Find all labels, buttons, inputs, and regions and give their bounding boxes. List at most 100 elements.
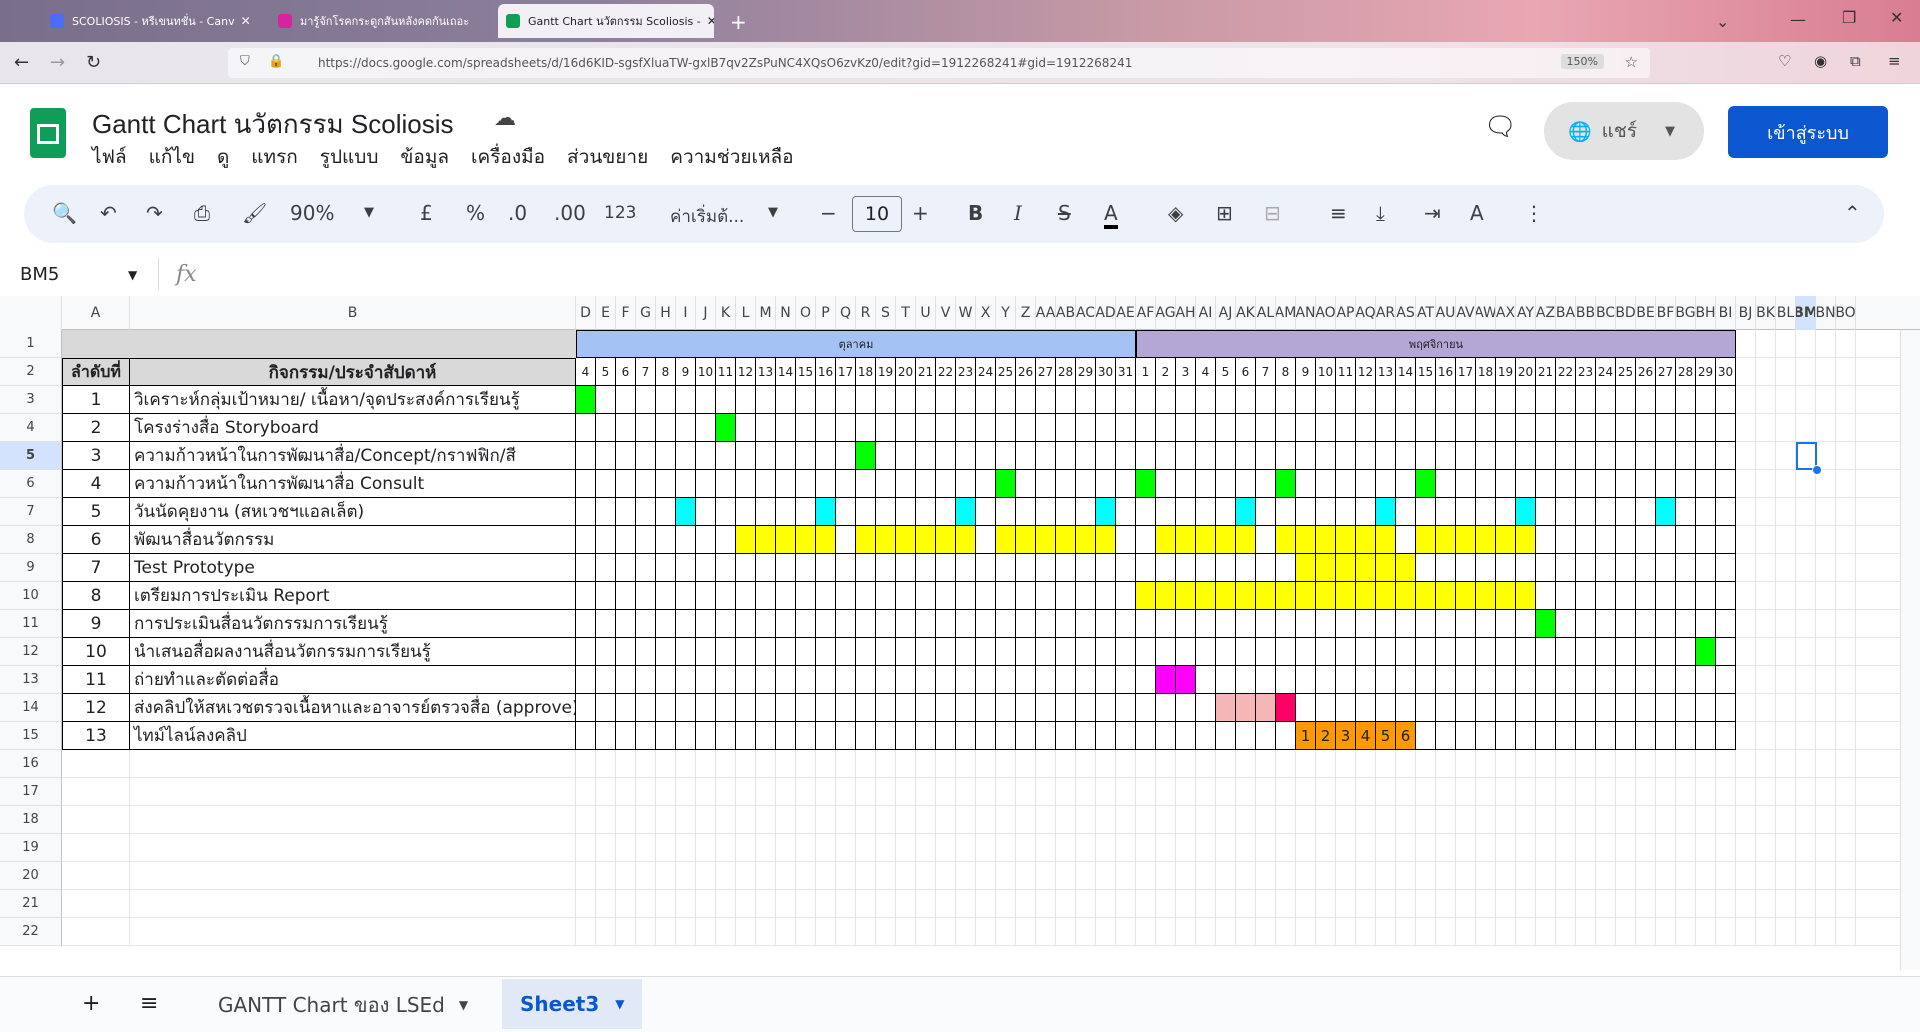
- row-header[interactable]: 21: [0, 890, 62, 918]
- column-header-cell[interactable]: D: [576, 296, 596, 330]
- column-header-cell[interactable]: AT: [1416, 296, 1436, 330]
- column-header-cell[interactable]: BJ: [1736, 296, 1756, 330]
- row-header[interactable]: 15: [0, 722, 62, 750]
- valign-icon[interactable]: ⤓: [1376, 201, 1385, 225]
- rotate-icon[interactable]: A: [1470, 201, 1484, 225]
- increase-decimal-button[interactable]: .00: [554, 201, 586, 225]
- merge-icon[interactable]: ⊟: [1264, 201, 1281, 225]
- search-icon[interactable]: 🔍: [52, 201, 77, 225]
- forward-icon[interactable]: →: [50, 52, 66, 73]
- column-header-cell[interactable]: AB: [1056, 296, 1076, 330]
- browser-tab-sheets[interactable]: Gantt Chart นวัตกรรม Scoliosis - ✕: [498, 4, 714, 38]
- row-header[interactable]: 1: [0, 330, 62, 358]
- column-header-cell[interactable]: AM: [1276, 296, 1296, 330]
- column-header-cell[interactable]: A: [62, 296, 130, 330]
- row-header[interactable]: 17: [0, 778, 62, 806]
- column-header-cell[interactable]: BA: [1556, 296, 1576, 330]
- sheets-logo-icon[interactable]: [30, 108, 66, 158]
- column-header-cell[interactable]: O: [796, 296, 816, 330]
- close-icon[interactable]: ✕: [706, 14, 714, 28]
- italic-icon[interactable]: I: [1014, 201, 1022, 225]
- column-header-cell[interactable]: BB: [1576, 296, 1596, 330]
- row-header[interactable]: 5: [0, 442, 62, 470]
- restore-icon[interactable]: ❐: [1842, 8, 1857, 27]
- comment-icon[interactable]: 🗨: [1484, 112, 1518, 142]
- column-header-cell[interactable]: E: [596, 296, 616, 330]
- borders-icon[interactable]: ⊞: [1216, 201, 1233, 225]
- column-header-cell[interactable]: AC: [1076, 296, 1096, 330]
- chevron-down-icon[interactable]: ▼: [1665, 123, 1676, 139]
- currency-button[interactable]: £: [420, 201, 433, 225]
- extensions-icon[interactable]: ⧉: [1850, 52, 1861, 70]
- back-icon[interactable]: ←: [14, 52, 30, 73]
- column-header-cell[interactable]: B: [130, 296, 576, 330]
- chevron-down-icon[interactable]: ▼: [768, 205, 778, 220]
- row-header[interactable]: 13: [0, 666, 62, 694]
- font-size-plus-icon[interactable]: +: [912, 201, 929, 225]
- row-header[interactable]: 9: [0, 554, 62, 582]
- column-header-cell[interactable]: AL: [1256, 296, 1276, 330]
- column-header-cell[interactable]: K: [716, 296, 736, 330]
- fill-color-icon[interactable]: ◈: [1168, 201, 1184, 225]
- share-button[interactable]: 🌐 แชร์ ▼: [1544, 102, 1704, 160]
- column-header-cell[interactable]: BE: [1636, 296, 1656, 330]
- menu-format[interactable]: รูปแบบ: [319, 146, 379, 168]
- close-icon[interactable]: ✕: [240, 14, 251, 28]
- column-header-cell[interactable]: AQ: [1356, 296, 1376, 330]
- login-button[interactable]: เข้าสู่ระบบ: [1728, 106, 1888, 158]
- decrease-decimal-button[interactable]: .0: [508, 201, 528, 225]
- column-header-cell[interactable]: AR: [1376, 296, 1396, 330]
- row-header[interactable]: 10: [0, 582, 62, 610]
- all-sheets-icon[interactable]: ≡: [140, 991, 159, 1016]
- collapse-icon[interactable]: ⌃: [1844, 201, 1861, 225]
- new-tab-icon[interactable]: +: [730, 10, 747, 34]
- row-header[interactable]: 8: [0, 526, 62, 554]
- strikethrough-icon[interactable]: S: [1058, 201, 1071, 225]
- row-header[interactable]: 20: [0, 862, 62, 890]
- column-header-cell[interactable]: U: [916, 296, 936, 330]
- select-all-corner[interactable]: [0, 296, 62, 330]
- selected-cell[interactable]: [1796, 442, 1817, 470]
- column-header-cell[interactable]: V: [936, 296, 956, 330]
- fill-handle[interactable]: [1812, 465, 1822, 475]
- row-header[interactable]: 11: [0, 610, 62, 638]
- column-header-cell[interactable]: AO: [1316, 296, 1336, 330]
- column-header-cell[interactable]: BD: [1616, 296, 1636, 330]
- column-header-cell[interactable]: L: [736, 296, 756, 330]
- zoom-select[interactable]: 90%: [290, 201, 335, 225]
- column-header-cell[interactable]: AK: [1236, 296, 1256, 330]
- column-header-cell[interactable]: AD: [1096, 296, 1116, 330]
- browser-tab-canva[interactable]: SCOLIOSIS - หรีเขนทชั่น - Canv ✕: [42, 4, 258, 38]
- column-header-cell[interactable]: BF: [1656, 296, 1676, 330]
- column-header-cell[interactable]: R: [856, 296, 876, 330]
- column-header-cell[interactable]: BL: [1776, 296, 1796, 330]
- align-icon[interactable]: ≡: [1330, 201, 1347, 225]
- browser-tab-instagram[interactable]: มารู้จักโรคกระดูกสันหลังคดกันเถอะ: [270, 4, 496, 38]
- column-header-cell[interactable]: J: [696, 296, 716, 330]
- zoom-badge[interactable]: 150%: [1560, 54, 1604, 69]
- percent-button[interactable]: %: [466, 201, 486, 225]
- menu-edit[interactable]: แก้ไข: [148, 146, 195, 168]
- redo-icon[interactable]: ↷: [146, 201, 163, 225]
- column-header-cell[interactable]: F: [616, 296, 636, 330]
- sheet-tab-sheet3[interactable]: Sheet3 ▼: [502, 979, 643, 1029]
- text-color-icon[interactable]: A: [1104, 201, 1118, 229]
- column-header-cell[interactable]: AJ: [1216, 296, 1236, 330]
- menu-file[interactable]: ไฟล์: [92, 146, 127, 168]
- column-header-cell[interactable]: AP: [1336, 296, 1356, 330]
- minimize-icon[interactable]: —: [1790, 10, 1806, 29]
- name-box[interactable]: BM5: [20, 264, 60, 285]
- column-header-cell[interactable]: G: [636, 296, 656, 330]
- column-header-cell[interactable]: AH: [1176, 296, 1196, 330]
- column-header-cell[interactable]: AY: [1516, 296, 1536, 330]
- column-header-cell[interactable]: Y: [996, 296, 1016, 330]
- chevron-down-icon[interactable]: ▼: [458, 998, 469, 1012]
- column-header-cell[interactable]: Q: [836, 296, 856, 330]
- paint-format-icon[interactable]: 🖌: [242, 201, 268, 225]
- row-header[interactable]: 7: [0, 498, 62, 526]
- column-header-cell[interactable]: AE: [1116, 296, 1136, 330]
- font-size-input[interactable]: 10: [852, 196, 902, 232]
- row-header[interactable]: 18: [0, 806, 62, 834]
- sheet-tab-gantt[interactable]: GANTT Chart ของ LSEd ▼: [200, 983, 486, 1027]
